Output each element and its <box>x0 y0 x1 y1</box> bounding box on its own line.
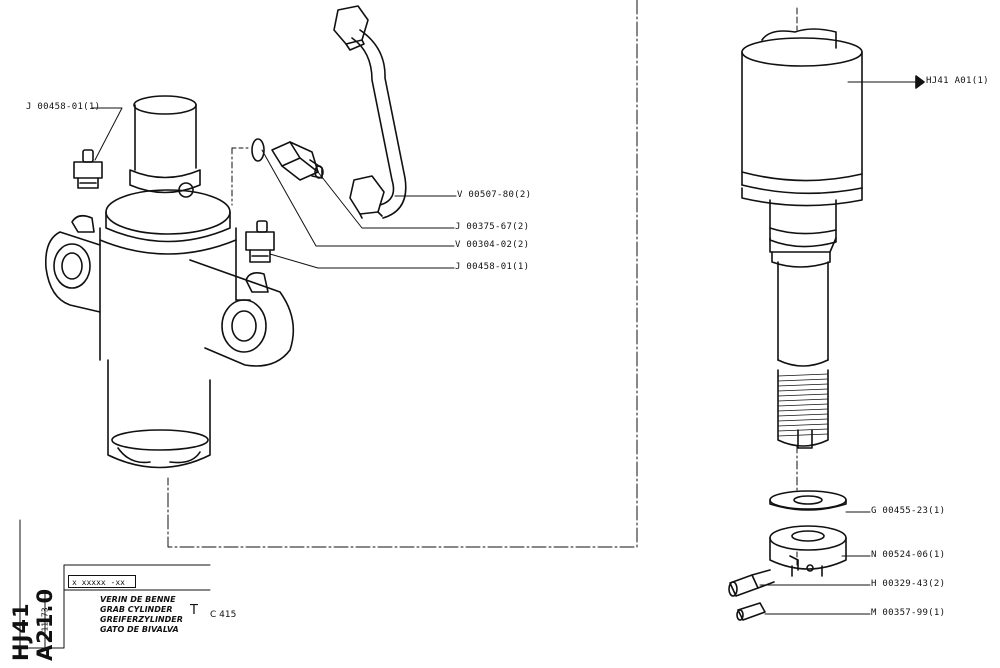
socket-screw <box>728 569 775 597</box>
seal-ring <box>251 138 265 162</box>
hydraulic-pipe <box>333 5 407 219</box>
part-label-p1: J 00458-01(1) <box>26 102 101 112</box>
part-label-p10: M 00357-99(1) <box>871 608 946 618</box>
title-es: GATO DE BIVALVA <box>100 625 179 634</box>
washer <box>769 490 847 511</box>
part-label-p4: V 00304-02(2) <box>455 240 530 250</box>
part-label-p7: G 00455-23(1) <box>871 506 946 516</box>
grease-nipple-1 <box>73 149 103 189</box>
leader-p4 <box>261 149 455 247</box>
drawing-date: 11-73 <box>40 607 50 632</box>
leader-p5 <box>269 253 455 269</box>
title-fr: VERIN DE BENNE <box>100 595 176 604</box>
reference-box: x xxxxx -xx <box>68 575 136 588</box>
leader-p1 <box>91 107 123 161</box>
grease-nipple-2 <box>245 220 275 263</box>
arrow-head-p6 <box>915 75 925 89</box>
title-block-frame <box>19 519 211 649</box>
part-label-p5: J 00458-01(1) <box>455 262 530 272</box>
pin-assembly <box>741 28 863 449</box>
slotted-nut <box>769 525 847 577</box>
assembly-axis-line <box>167 0 638 548</box>
title-de: GREIFERZYLINDER <box>100 615 183 624</box>
title-en: GRAB CYLINDER <box>100 605 173 614</box>
leader-p3 <box>317 171 455 229</box>
model-code: C 415 <box>210 610 237 620</box>
part-label-p2: V 00507-80(2) <box>457 190 532 200</box>
grab-cylinder-body <box>44 95 295 469</box>
part-label-p9: H 00329-43(2) <box>871 579 946 589</box>
part-label-p8: N 00524-06(1) <box>871 550 946 560</box>
union-fitting <box>271 141 324 181</box>
type-letter: T <box>190 603 198 618</box>
dowel-pin <box>736 602 766 621</box>
part-label-p3: J 00375-67(2) <box>455 222 530 232</box>
part-label-p6: HJ41 A01(1) <box>926 76 989 86</box>
